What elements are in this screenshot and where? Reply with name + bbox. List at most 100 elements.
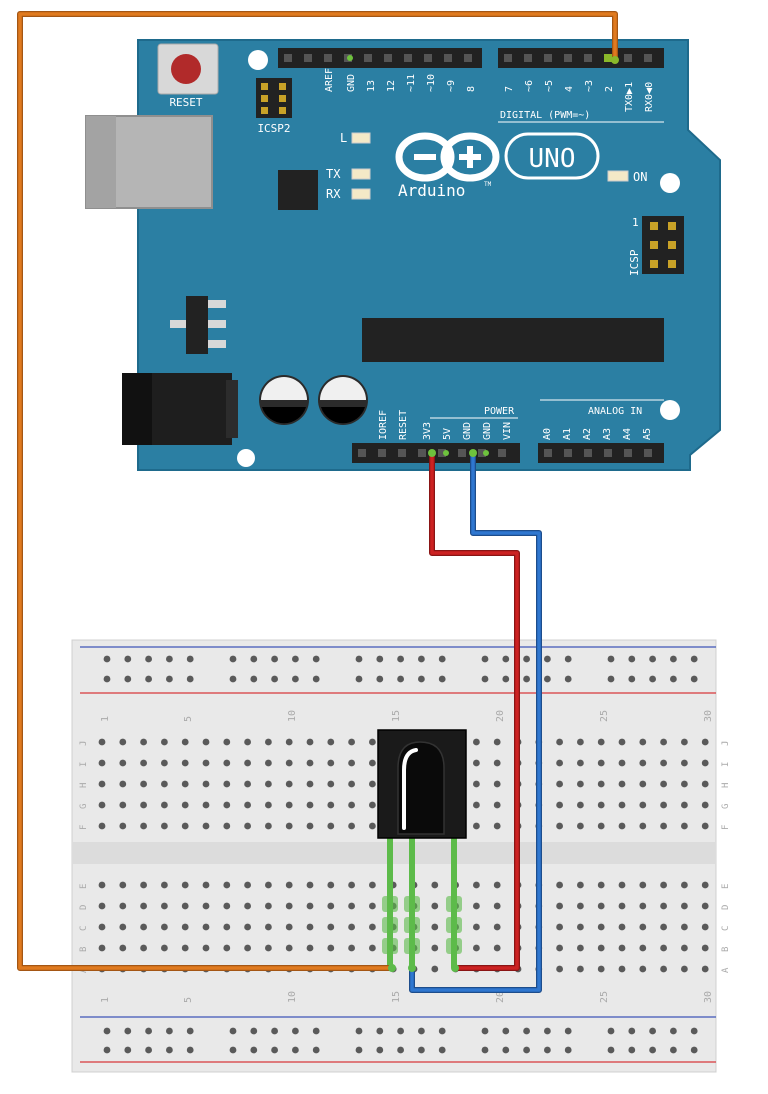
gnd-dot	[347, 55, 353, 61]
breadboard-hole	[660, 759, 667, 767]
breadboard-hole	[660, 881, 667, 889]
breadboard-hole	[244, 822, 252, 830]
usb-connector-shade	[86, 116, 116, 208]
pin-label-aref: AREF	[324, 68, 335, 92]
breadboard-hole	[628, 1046, 636, 1054]
column-number: 25	[599, 710, 610, 722]
column-number: 20	[495, 991, 506, 1003]
row-letter: C	[79, 926, 89, 931]
center-channel	[72, 842, 716, 864]
wire-end	[469, 449, 477, 457]
column-number: 10	[287, 991, 298, 1003]
breadboard-hole	[119, 923, 127, 931]
breadboard-hole	[306, 738, 314, 746]
breadboard-hole	[223, 759, 231, 767]
breadboard-hole	[438, 1027, 446, 1035]
breadboard-hole	[140, 944, 148, 952]
breadboard-hole	[223, 801, 231, 809]
row-letter: F	[721, 825, 731, 830]
breadboard-hole	[618, 944, 626, 952]
breadboard-hole	[681, 801, 688, 809]
analog-label: ANALOG IN	[588, 406, 642, 417]
breadboard-hole	[181, 759, 189, 767]
breadboard-hole	[681, 738, 688, 746]
breadboard-hole	[244, 780, 252, 788]
breadboard-hole	[124, 655, 132, 663]
breadboard-hole	[348, 759, 355, 767]
breadboard-hole	[161, 780, 168, 788]
led-rx	[351, 188, 371, 200]
breadboard-hole	[181, 822, 189, 830]
reset-label: RESET	[169, 96, 202, 109]
breadboard-hole	[701, 881, 709, 889]
breadboard-hole	[473, 923, 480, 931]
breadboard-hole	[701, 759, 709, 767]
breadboard-hole	[597, 801, 605, 809]
column-number: 30	[703, 991, 714, 1003]
breadboard-hole	[597, 923, 605, 931]
breadboard-hole	[161, 759, 168, 767]
breadboard-hole	[473, 759, 480, 767]
breadboard-hole	[327, 944, 335, 952]
column-number: 1	[100, 716, 111, 722]
breadboard-hole	[556, 780, 563, 788]
column-number: 5	[183, 716, 194, 722]
breadboard-hole	[265, 759, 272, 767]
breadboard-hole	[618, 822, 626, 830]
breadboard-hole	[119, 801, 127, 809]
breadboard-hole	[124, 675, 132, 683]
breadboard-hole	[577, 944, 584, 952]
breadboard-hole	[285, 738, 293, 746]
breadboard-hole	[628, 1027, 636, 1035]
capacitor	[259, 375, 309, 425]
breadboard-hole	[140, 738, 148, 746]
breadboard-hole	[223, 902, 231, 910]
breadboard-hole	[369, 944, 376, 952]
arduino-uno-board: RESET ICSP2 L TX RX Arduino	[85, 39, 721, 471]
reset-button-cap[interactable]	[171, 54, 201, 84]
breadboard-hole	[355, 1027, 363, 1035]
breadboard-hole	[681, 780, 688, 788]
breadboard-hole	[556, 923, 563, 931]
breadboard-hole	[556, 759, 563, 767]
breadboard-hole	[564, 655, 572, 663]
breadboard-hole	[327, 801, 335, 809]
breadboard-hole	[312, 1027, 320, 1035]
row-letter: D	[721, 905, 731, 910]
led-tx	[351, 168, 371, 180]
power-wire[interactable]	[430, 451, 519, 970]
row-letter: C	[721, 926, 731, 931]
row-letter: H	[721, 783, 731, 788]
pin-label-a5: A5	[642, 428, 653, 440]
breadboard-hole	[161, 923, 168, 931]
breadboard-hole	[306, 801, 314, 809]
on-label: ON	[633, 170, 647, 184]
breadboard-hole	[161, 822, 168, 830]
breadboard-hole	[271, 1027, 278, 1035]
breadboard-hole	[306, 944, 314, 952]
breadboard-hole	[166, 675, 173, 683]
breadboard-hole	[166, 655, 173, 663]
led-rx-label: RX	[326, 187, 341, 201]
breadboard-hole	[285, 801, 293, 809]
ground-wire[interactable]	[410, 451, 541, 992]
signal-wire[interactable]	[18, 12, 617, 970]
ir-receiver	[377, 729, 467, 968]
breadboard-hole	[681, 944, 688, 952]
breadboard-hole	[701, 822, 709, 830]
breadboard-hole	[481, 675, 489, 683]
breadboard-hole	[306, 780, 314, 788]
breadboard-hole	[229, 1027, 237, 1035]
pin-label-vin: VIN	[502, 422, 513, 440]
top-pin-labels: AREF GND 13 12 ~11 ~10 ~9 8 7 ~6 ~5 4 ~3…	[324, 68, 655, 112]
breadboard-hole	[140, 780, 148, 788]
breadboard-hole	[564, 1027, 572, 1035]
breadboard-hole	[473, 801, 480, 809]
breadboard-hole	[397, 1046, 404, 1054]
breadboard-hole	[577, 759, 584, 767]
breadboard-hole	[369, 822, 376, 830]
breadboard-hole	[493, 881, 501, 889]
microcontroller-chip	[362, 318, 664, 362]
breadboard-hole	[223, 881, 231, 889]
breadboard-hole	[181, 801, 189, 809]
